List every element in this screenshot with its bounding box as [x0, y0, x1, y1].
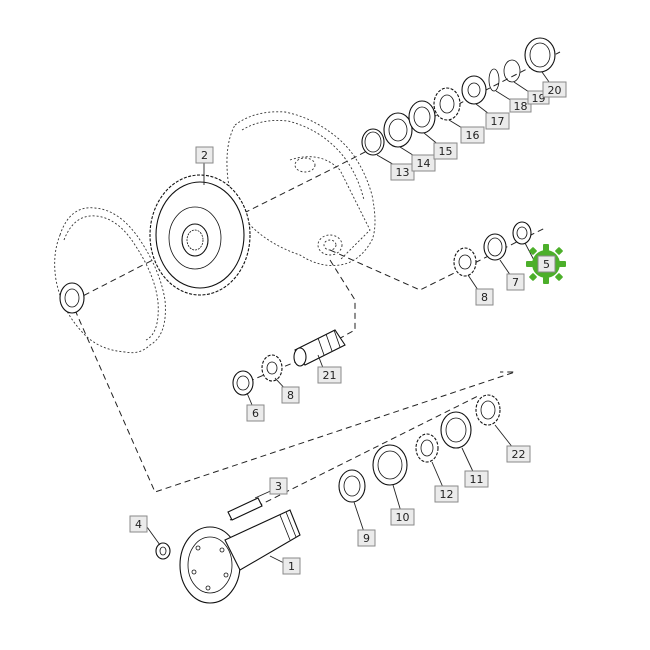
callout-6[interactable]: 6	[246, 404, 265, 422]
svg-text:10: 10	[396, 511, 410, 524]
svg-text:20: 20	[548, 84, 562, 97]
svg-text:12: 12	[440, 488, 454, 501]
svg-text:6: 6	[252, 407, 259, 420]
callout-4[interactable]: 4	[129, 515, 148, 533]
svg-text:4: 4	[135, 518, 142, 531]
pinion-shaft-group	[232, 329, 346, 396]
callout-16[interactable]: 16	[460, 126, 485, 144]
lower-shaft-stack	[338, 394, 501, 503]
callout-1[interactable]: 1	[282, 557, 301, 575]
callout-5-highlighted[interactable]: 5	[526, 244, 566, 284]
callout-18[interactable]: 18	[509, 98, 532, 113]
callout-labels: 1 2 3 4 5 6 7 8 8	[129, 81, 567, 575]
svg-text:5: 5	[543, 258, 550, 271]
large-spur-gear	[149, 174, 251, 296]
svg-text:9: 9	[363, 532, 370, 545]
svg-text:2: 2	[201, 149, 208, 162]
svg-text:18: 18	[514, 100, 528, 113]
svg-text:21: 21	[323, 369, 337, 382]
callout-9[interactable]: 9	[357, 529, 376, 547]
callout-8-lower[interactable]: 8	[281, 386, 300, 404]
callout-8-upper[interactable]: 8	[475, 288, 494, 306]
callout-13[interactable]: 13	[390, 163, 415, 181]
svg-text:22: 22	[512, 448, 526, 461]
right-bearing-stack	[453, 221, 532, 277]
svg-text:8: 8	[287, 389, 294, 402]
callout-17[interactable]: 17	[485, 112, 510, 130]
svg-text:16: 16	[466, 129, 480, 142]
callout-3[interactable]: 3	[269, 477, 288, 495]
svg-text:19: 19	[532, 92, 546, 105]
callout-20[interactable]: 20	[542, 81, 567, 98]
svg-text:17: 17	[491, 115, 505, 128]
callout-14[interactable]: 14	[411, 154, 436, 172]
callout-11[interactable]: 11	[464, 470, 489, 488]
svg-text:13: 13	[396, 166, 410, 179]
callout-22[interactable]: 22	[506, 445, 531, 463]
callout-21[interactable]: 21	[317, 366, 342, 384]
callout-2[interactable]: 2	[195, 146, 214, 164]
rear-cover-plate	[54, 207, 166, 354]
svg-text:7: 7	[512, 276, 519, 289]
output-flange-shaft	[155, 497, 301, 604]
svg-text:1: 1	[288, 560, 295, 573]
svg-text:11: 11	[470, 473, 484, 486]
svg-text:14: 14	[417, 157, 431, 170]
callout-7[interactable]: 7	[506, 273, 525, 291]
svg-text:3: 3	[275, 480, 282, 493]
callout-12[interactable]: 12	[434, 485, 459, 503]
svg-text:15: 15	[439, 145, 453, 158]
svg-text:8: 8	[481, 291, 488, 304]
callout-10[interactable]: 10	[390, 508, 415, 526]
callout-15[interactable]: 15	[433, 142, 458, 160]
upper-shaft-stack	[361, 37, 556, 156]
